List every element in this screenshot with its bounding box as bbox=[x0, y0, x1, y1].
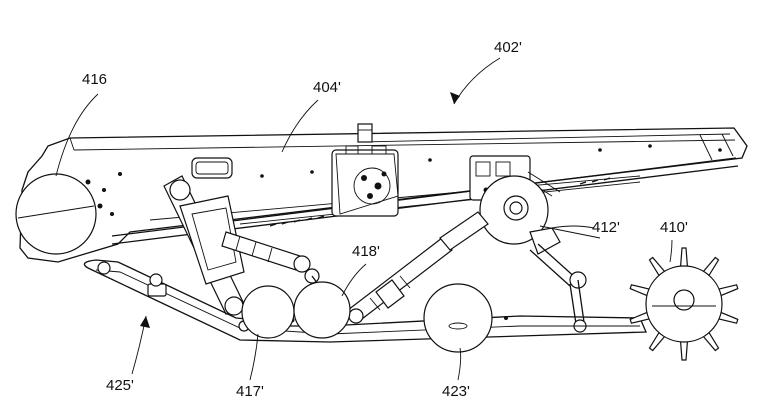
front-shock-absorber bbox=[347, 211, 489, 324]
bogie-wheels bbox=[241, 281, 493, 353]
label-402: 402' bbox=[494, 39, 522, 56]
rear-idler-wheel bbox=[15, 173, 97, 255]
label-416: 416 bbox=[82, 71, 107, 88]
leader-lines bbox=[55, 57, 673, 381]
reference-labels: 402' 404' 416 418' 412' 410' 425' 417' 4… bbox=[82, 39, 688, 400]
label-425: 425' bbox=[106, 377, 134, 394]
rear-shock-absorber bbox=[221, 231, 331, 301]
sprocket-tooth bbox=[629, 284, 650, 297]
front-pivot-assembly bbox=[479, 175, 601, 333]
rear-link-arm bbox=[163, 175, 245, 316]
label-418: 418' bbox=[352, 243, 380, 260]
drive-sprocket bbox=[629, 247, 739, 361]
center-bracket bbox=[331, 145, 399, 217]
label-412: 412' bbox=[592, 219, 620, 236]
sprocket-tooth bbox=[679, 247, 689, 267]
label-417: 417' bbox=[236, 383, 264, 400]
label-423: 423' bbox=[442, 383, 470, 400]
sprocket-tooth bbox=[679, 341, 689, 361]
sprocket-tooth bbox=[718, 311, 739, 324]
sprocket-tooth bbox=[629, 311, 650, 324]
label-410: 410' bbox=[660, 219, 688, 236]
label-404: 404' bbox=[313, 79, 341, 96]
sprocket-tooth bbox=[718, 284, 739, 297]
